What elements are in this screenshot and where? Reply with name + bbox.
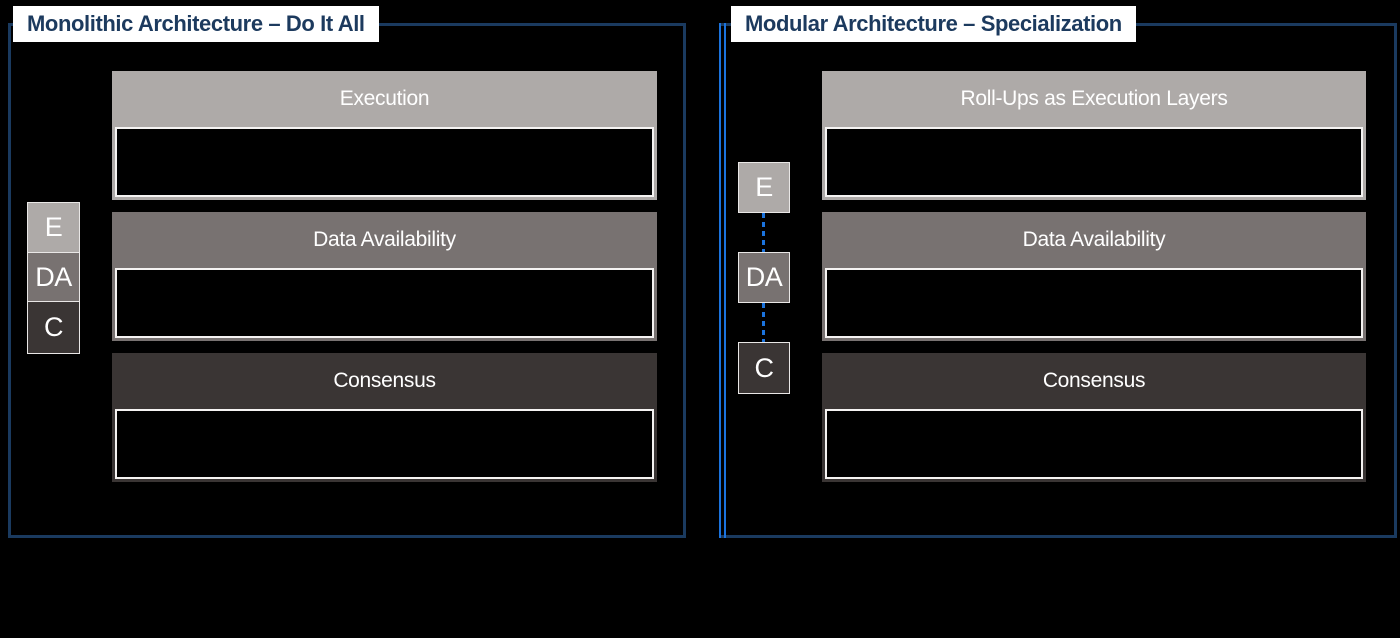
consensus-block-header: Consensus: [1042, 369, 1146, 392]
modular-left-accent-line-outer: [719, 23, 721, 538]
data-availability-block-header: Data Availability: [313, 228, 456, 251]
legend-data-availability-cell: DA: [738, 252, 790, 303]
monolithic-data-availability-block: Data Availability: [112, 212, 657, 341]
monolithic-execution-block: Execution: [112, 71, 657, 200]
modular-consensus-block: Consensus: [822, 353, 1366, 482]
monolithic-consensus-block: Consensus: [112, 353, 657, 482]
data-availability-block-body: [825, 268, 1363, 338]
modular-legend-data-availability: DA: [738, 252, 790, 303]
modular-legend-consensus: C: [738, 342, 790, 394]
data-availability-block-body: [115, 268, 654, 338]
consensus-block-body: [825, 409, 1363, 479]
execution-block-header: Execution: [339, 87, 430, 110]
rollups-block-header: Roll-Ups as Execution Layers: [960, 87, 1228, 110]
legend-execution-cell: E: [27, 202, 80, 253]
legend-consensus-cell: C: [27, 301, 80, 354]
data-availability-block-header: Data Availability: [1022, 228, 1166, 251]
rollups-block-body: [825, 127, 1363, 197]
legend-consensus-cell: C: [738, 342, 790, 394]
connector-da-to-c: [762, 303, 765, 342]
consensus-block-header: Consensus: [333, 369, 436, 392]
legend-execution-cell: E: [738, 162, 790, 213]
modular-data-availability-block: Data Availability: [822, 212, 1366, 341]
modular-left-accent-line-inner: [724, 23, 726, 538]
modular-legend-execution: E: [738, 162, 790, 213]
legend-data-availability-cell: DA: [27, 252, 80, 302]
execution-block-body: [115, 127, 654, 197]
monolithic-panel-title: Monolithic Architecture – Do It All: [13, 6, 379, 42]
modular-rollups-block: Roll-Ups as Execution Layers: [822, 71, 1366, 200]
connector-e-to-da: [762, 213, 765, 252]
consensus-block-body: [115, 409, 654, 479]
monolithic-legend-stack: E DA C: [27, 202, 80, 354]
modular-panel-title: Modular Architecture – Specialization: [731, 6, 1136, 42]
